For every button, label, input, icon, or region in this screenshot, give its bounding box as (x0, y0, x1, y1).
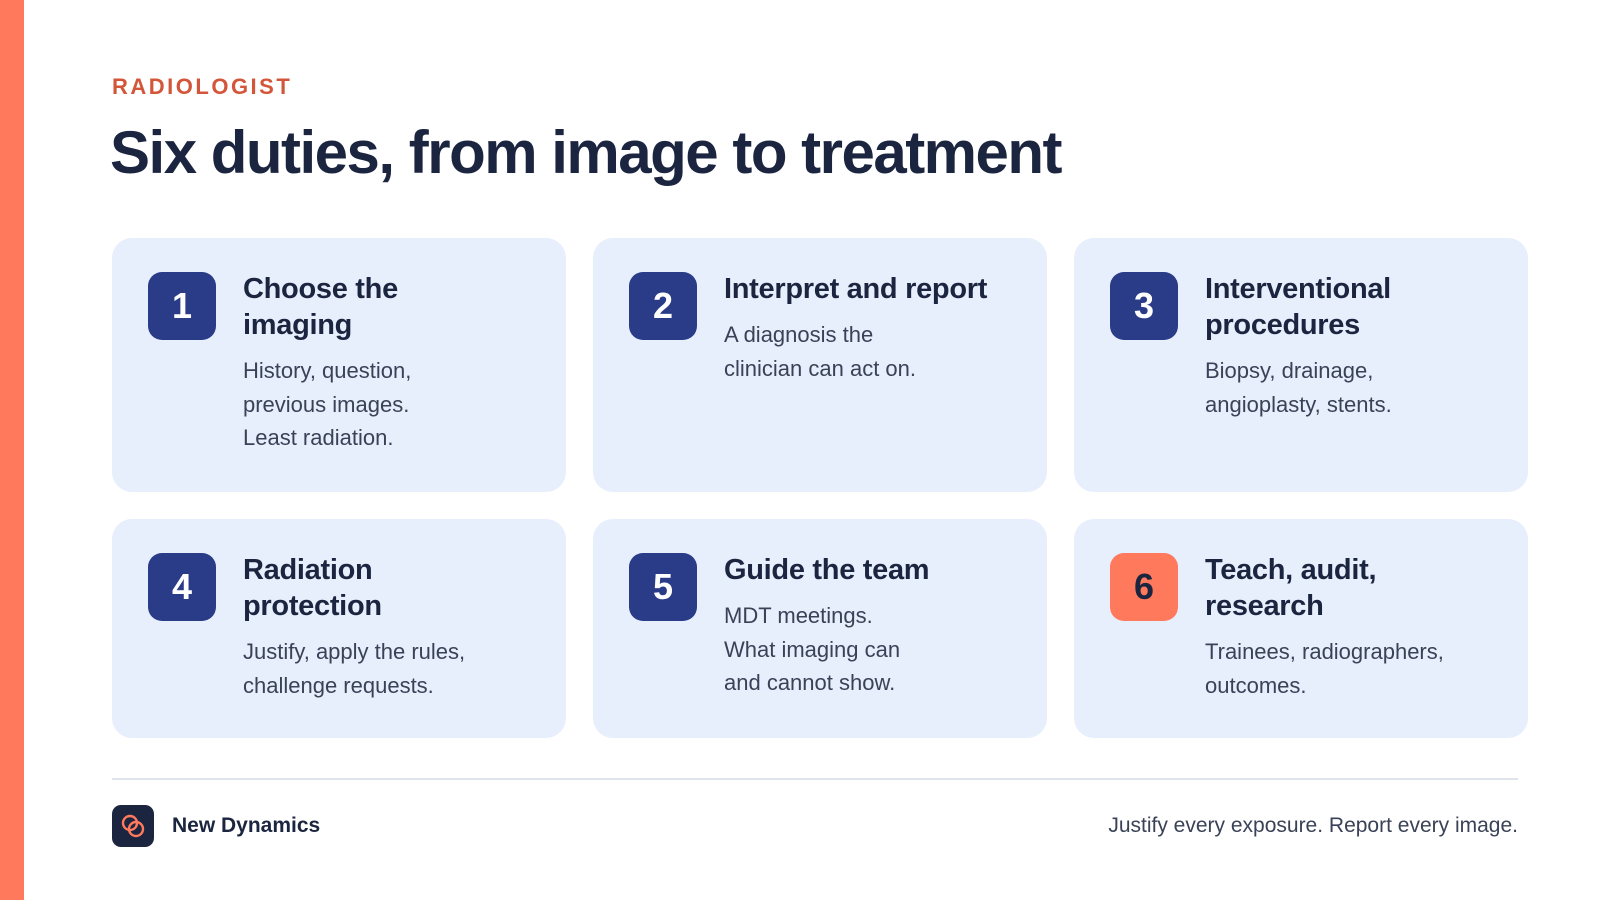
duty-description: A diagnosis the clinician can act on. (724, 322, 916, 381)
duty-description: Biopsy, drainage, angioplasty, stents. (1205, 358, 1392, 417)
duty-number-badge: 1 (148, 272, 216, 340)
brand-name: New Dynamics (172, 814, 321, 837)
duty-title: Radiation protection (243, 554, 382, 622)
duty-number-badge: 3 (1110, 272, 1178, 340)
duty-number-badge: 4 (148, 553, 216, 621)
footer-divider (112, 778, 1518, 780)
duty-card-5: 5 Guide the team MDT meetings. What imag… (593, 519, 1047, 738)
footer-tagline: Justify every exposure. Report every ima… (1108, 814, 1518, 837)
duty-card-3: 3 Interventional procedures Biopsy, drai… (1074, 238, 1528, 492)
duty-title: Interventional procedures (1205, 273, 1391, 341)
duty-description: Justify, apply the rules, challenge requ… (243, 639, 466, 698)
duty-title: Choose the imaging (243, 273, 398, 341)
interlocking-rings-icon (112, 805, 154, 847)
duty-number-badge: 6 (1110, 553, 1178, 621)
duty-card-6: 6 Teach, audit, research Trainees, radio… (1074, 519, 1528, 738)
duty-title: Guide the team (724, 554, 930, 586)
duty-description: History, question, previous images. Leas… (243, 358, 412, 450)
duty-card-4: 4 Radiation protection Justify, apply th… (112, 519, 566, 738)
accent-bar (0, 0, 24, 900)
duty-description: Trainees, radiographers, outcomes. (1205, 639, 1444, 698)
logo-rings-graphic (121, 814, 145, 838)
eyebrow-label: RADIOLOGIST (112, 74, 293, 99)
duty-title: Teach, audit, research (1205, 554, 1377, 622)
duty-description: MDT meetings. What imaging can and canno… (724, 603, 901, 695)
duty-number-badge: 2 (629, 272, 697, 340)
duty-card-2: 2 Interpret and report A diagnosis the c… (593, 238, 1047, 492)
duty-card-1: 1 Choose the imaging History, question, … (112, 238, 566, 492)
duty-title: Interpret and report (724, 273, 988, 305)
page-title: Six duties, from image to treatment (110, 119, 1063, 186)
duty-number-badge: 5 (629, 553, 697, 621)
